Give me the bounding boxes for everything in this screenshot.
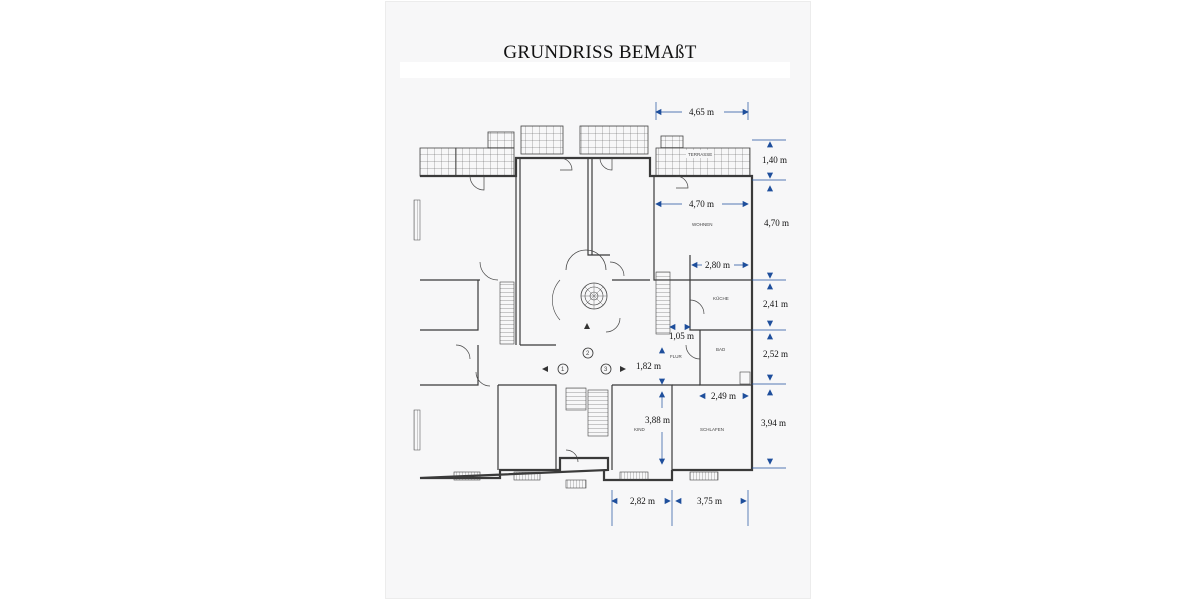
plan-title: GRUNDRISS BEMAßT [503, 42, 697, 63]
dim-schlafen-width: 2,49 m [711, 391, 736, 401]
room-label-kind: KIND [634, 427, 646, 432]
dim-kueche-depth: 2,41 m [763, 299, 788, 309]
dimension-lines [611, 102, 786, 526]
windows [413, 199, 751, 489]
stair-markers [557, 347, 612, 375]
dim-kueche-width: 2,80 m [705, 260, 730, 270]
room-label-terrasse: TERRASSE [688, 152, 712, 157]
dim-flur-width: 1,05 m [669, 331, 694, 341]
dim-schlafen-bottom-width: 3,75 m [697, 496, 722, 506]
staircases [499, 249, 671, 437]
dim-wohnen-width: 4,70 m [689, 199, 714, 209]
dim-flur-depth: 1,82 m [636, 361, 661, 371]
stair-marker-1: 1 [561, 367, 565, 373]
terraces [419, 125, 751, 177]
room-label-schlafen: SCHLAFEN [700, 427, 724, 432]
dim-schlafen-depth: 3,94 m [761, 418, 786, 428]
room-label-bad: BAD [716, 347, 726, 352]
dim-kind-depth: 3,88 m [645, 415, 670, 425]
dim-bad-depth: 2,52 m [763, 349, 788, 359]
dim-top-width: 4,65 m [689, 107, 714, 117]
room-label-kueche: KÜCHE [713, 295, 729, 301]
dim-wohnen-depth: 4,70 m [764, 218, 789, 228]
dim-terrace-depth: 1,40 m [762, 155, 787, 165]
hall-arrows [542, 323, 626, 372]
interior-walls [420, 158, 752, 470]
stair-marker-3: 3 [604, 367, 608, 373]
stair-marker-2: 2 [586, 351, 590, 357]
scan-band [400, 62, 790, 78]
doors [455, 157, 705, 463]
room-label-wohnen: WOHNEN [692, 222, 713, 227]
room-label-flur: FLUR [670, 354, 683, 359]
dim-kind-width: 2,82 m [630, 496, 655, 506]
